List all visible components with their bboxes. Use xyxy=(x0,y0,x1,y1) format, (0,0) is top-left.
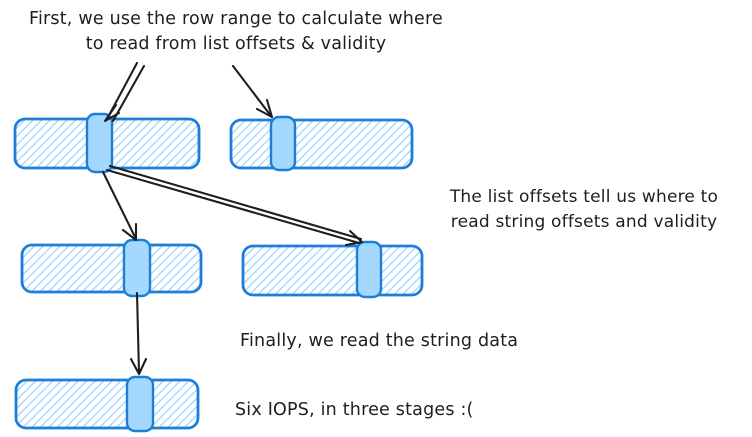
annotation-step2-line1: The list offsets tell us where to xyxy=(449,187,719,207)
buffer-bar xyxy=(20,243,203,294)
arrow-to-stage1-left xyxy=(103,61,146,123)
annotation-step1-line2: to read from list offsets & validity xyxy=(85,34,387,54)
annotation-step1-line1: First, we use the row range to calculate… xyxy=(28,9,444,29)
buffer-bar xyxy=(14,378,200,430)
arrow-to-stage1-right xyxy=(231,64,274,119)
read-segment xyxy=(269,115,297,172)
annotation-step2: The list offsets tell us where to read s… xyxy=(416,185,752,235)
read-segment xyxy=(125,375,155,433)
stage1-right-buffer-bar xyxy=(229,115,414,172)
stage2-left-buffer-bar xyxy=(20,238,203,298)
read-segment xyxy=(355,240,383,299)
stage3-buffer-bar xyxy=(14,375,200,433)
stage1-left-buffer-bar xyxy=(13,112,201,174)
arrow-stage2-to-stage3 xyxy=(129,291,148,376)
annotation-step2-line2: read string offsets and validity xyxy=(450,212,718,232)
annotation-summary: Six IOPS, in three stages :( xyxy=(235,400,474,420)
stage2-right-buffer-bar xyxy=(241,240,424,299)
buffer-bar xyxy=(241,244,424,297)
arrow-stage1-to-stage2-right xyxy=(105,164,364,247)
annotation-step1: First, we use the row range to calculate… xyxy=(8,7,464,57)
annotation-step3: Finally, we read the string data xyxy=(240,331,519,351)
buffer-bar xyxy=(229,118,414,170)
arrow-stage1-to-stage2-left xyxy=(101,170,138,242)
read-segment xyxy=(85,112,114,174)
read-segment xyxy=(122,238,152,298)
